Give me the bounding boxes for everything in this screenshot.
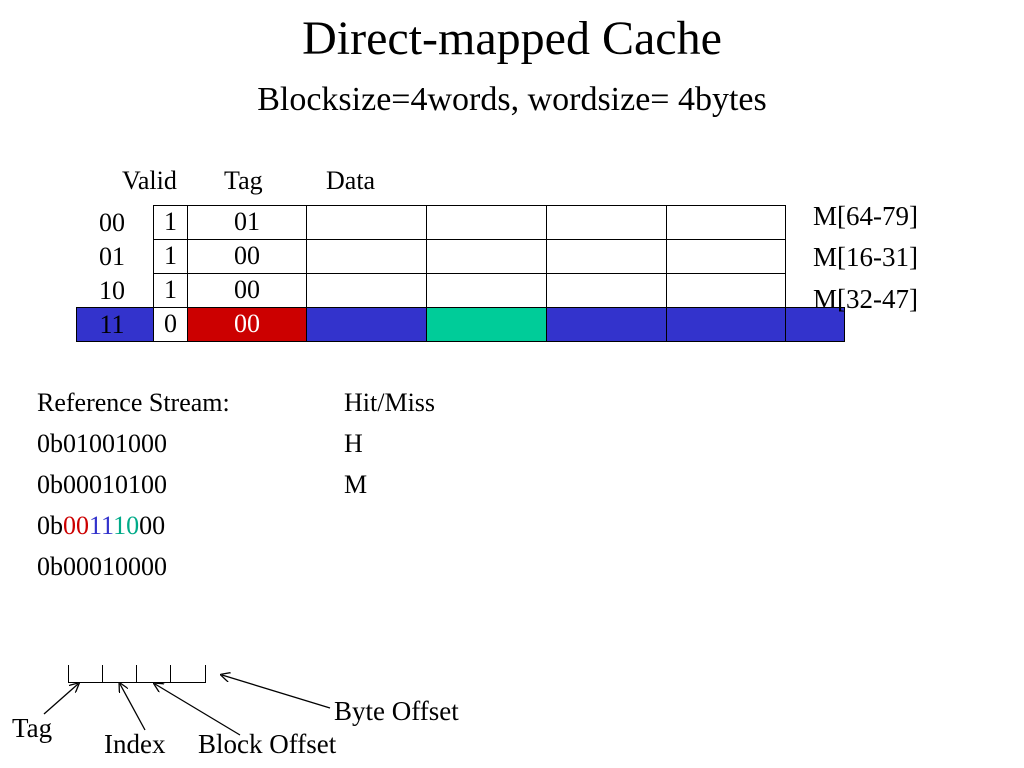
field-divider (102, 665, 103, 683)
memory-range-label: M[32-47] (813, 284, 918, 314)
hitmiss-result: H (344, 429, 363, 458)
row-index: 00 (99, 208, 125, 237)
data-word-cell-highlight (426, 307, 547, 342)
reference-address: 0b01001000 (37, 429, 167, 458)
tag-arrow (43, 684, 78, 715)
byte-offset-arrow (222, 675, 331, 709)
page-subtitle: Blocksize=4words, wordsize= 4bytes (257, 81, 767, 118)
field-divider (205, 665, 206, 683)
hitmiss-result: M (344, 470, 368, 499)
address-suffix: 00 (139, 511, 166, 540)
block-offset-label: Block Offset (198, 729, 337, 759)
tag-field-label: Tag (12, 713, 53, 743)
row-tail-highlight (785, 307, 845, 342)
field-divider (136, 665, 137, 683)
data-header: Data (326, 166, 376, 195)
memory-range-label: M[16-31] (813, 242, 918, 272)
valid-cell: 0 (153, 307, 188, 342)
data-word-cell (666, 307, 786, 342)
data-word-cell (306, 307, 427, 342)
row-index: 10 (99, 276, 125, 305)
byte-offset-label: Byte Offset (334, 696, 459, 726)
row-index: 11 (99, 310, 125, 339)
address-bar (68, 682, 206, 683)
address-index-bits: 11 (89, 511, 114, 540)
address-offset-bits: 10 (113, 511, 140, 540)
valid-header: Valid (122, 166, 177, 195)
reference-stream-header: Reference Stream: (37, 388, 230, 417)
hitmiss-header: Hit/Miss (344, 388, 436, 417)
reference-address: 0b00010000 (37, 552, 167, 581)
reference-address-colored: 0b00111000 (37, 506, 165, 546)
memory-range-label: M[64-79] (813, 201, 918, 231)
field-divider (170, 665, 171, 683)
row-index: 01 (99, 242, 125, 271)
page-title: Direct-mapped Cache (302, 12, 722, 65)
tag-header: Tag (224, 166, 263, 195)
index-arrow (120, 684, 146, 731)
field-divider (68, 665, 69, 683)
address-prefix: 0b (37, 511, 63, 540)
reference-address: 0b00010100 (37, 470, 167, 499)
address-tag-bits: 00 (63, 511, 89, 540)
block-offset-arrow (155, 684, 241, 736)
row-index-highlight (76, 307, 154, 342)
tag-cell: 00 (187, 273, 307, 308)
tag-cell-highlight: 00 (187, 307, 307, 342)
index-field-label: Index (104, 729, 166, 759)
